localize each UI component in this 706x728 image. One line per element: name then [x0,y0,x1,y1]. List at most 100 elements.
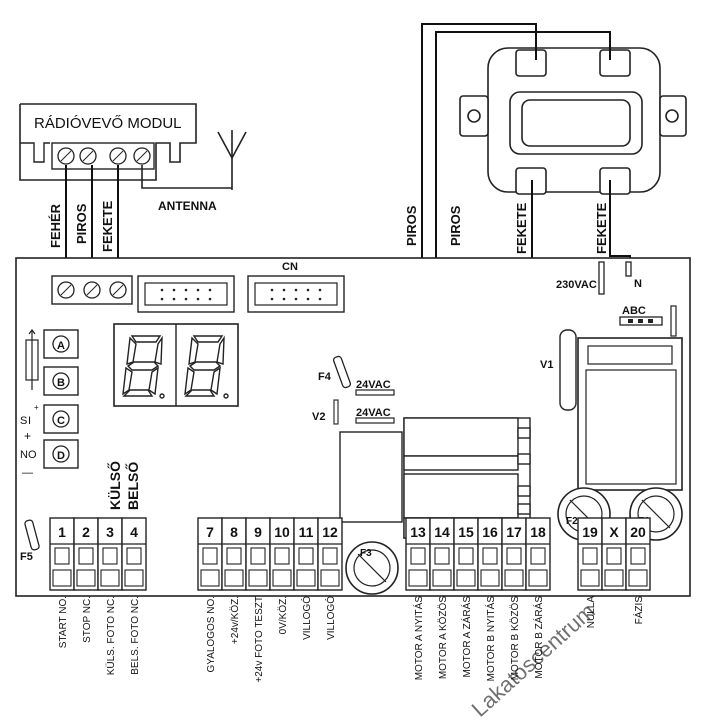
terminal-X-number: X [609,524,619,540]
button-a[interactable]: A [43,329,79,359]
terminal-16-number: 16 [482,524,498,540]
button-c[interactable]: C [43,404,79,434]
svg-text:+: + [34,403,39,412]
fuse-f4-label: F4 [318,371,332,383]
fuse-f4 [332,355,352,389]
wire-label-feher: FEHÉR [48,203,63,248]
svg-text:I: I [28,415,31,427]
terminal-4-label: BELS. FOTO NC. [130,596,141,675]
button-d[interactable]: D [43,439,79,469]
terminal-X[interactable]: X [601,517,627,591]
svg-text:S: S [20,415,27,427]
varistor-v2 [333,399,339,425]
terminal-19-label: NULLA [586,596,597,629]
abc-switch-pins [628,319,653,323]
terminal-11-number: 11 [299,524,314,540]
terminal-15-number: 15 [458,524,474,540]
terminal-11-label: VILLOGÓ [300,596,313,640]
board-screw-terminals [57,281,127,299]
transformer-wire-label-piros-1: PIROS [404,205,419,246]
terminal-2-label: STOP NC. [82,596,93,643]
vac-label-2: 24VAC [356,407,391,419]
cn-label: CN [282,261,298,273]
button-b-label: B [57,377,65,389]
fuse-f3: F3 [345,541,399,595]
terminal-19-number: 19 [582,524,598,540]
terminal-7-label: GYALOGOS NO. [206,596,217,673]
terminal-15-label: MOTOR A ZÁRÁS [460,596,473,678]
terminal-9-number: 9 [254,524,262,540]
fuse-f2-label: F2 [566,516,578,527]
inside-label: BELSŐ [124,462,141,510]
terminal-10-number: 10 [274,524,290,540]
terminal-12-number: 12 [322,524,338,540]
terminal-10[interactable]: 10 0V/KÖZ. [269,517,295,634]
seven-segment-display [113,323,239,407]
vac-connector-2 [355,417,395,424]
transformer-wire-label-piros-2: PIROS [448,205,463,246]
fuse-f5-label: F5 [20,551,33,563]
terminal-10-label: 0V/KÖZ. [277,596,289,634]
terminal-14-label: MOTOR A KÖZÖS [437,596,449,679]
terminal-3-label: KÜLS. FOTO NC. [105,596,117,675]
fuse-f2: F2 [557,487,611,541]
terminal-1-label: START NO. [58,596,69,648]
outside-label: KÜLSŐ [106,461,123,510]
varistor-v1-label: V1 [540,359,553,371]
terminal-17-label: MOTOR B KÖZÖS [509,596,521,681]
terminal-16-label: MOTOR B NYITÁS [484,596,497,682]
svg-text:+: + [24,429,31,443]
svg-text:—: — [22,467,33,479]
terminal-13-number: 13 [410,524,426,540]
wire-label-fekete: FEKETE [100,200,115,252]
terminal-9[interactable]: 9 +24v FOTO TESZT [245,517,271,683]
antenna-label: ANTENNA [158,199,217,213]
wire-label-piros: PIROS [74,203,89,244]
power-label-230vac: 230VAC [556,279,597,291]
neutral-label: N [634,278,642,290]
radio-screw-terminals [57,147,151,165]
terminal-8-number: 8 [230,524,238,540]
neutral-connector [625,261,632,277]
transformer-wire-label-fekete-1: FEKETE [514,202,529,254]
terminal-1-number: 1 [58,524,66,540]
radio-module: RÁDIÓVEVŐ MODUL [19,103,197,181]
terminal-14-number: 14 [434,524,450,540]
terminal-20-label: FÁZIS [632,596,645,625]
terminal-13-label: MOTOR A NYITÁS [412,596,425,681]
button-b[interactable]: B [43,366,79,396]
terminal-9-label: +24v FOTO TESZT [254,596,265,683]
terminal-12-label: VILLOGÓ [324,596,337,640]
fuse-f5 [24,519,40,551]
cn-connector-2 [247,275,345,313]
abc-jumper [670,305,677,337]
abc-label: ABC [622,305,646,317]
terminal-18-number: 18 [530,524,546,540]
radio-module-title: RÁDIÓVEVŐ MODUL [34,115,182,132]
terminal-2-number: 2 [82,524,90,540]
trimmer-icon [25,329,39,390]
transformer-wire-label-fekete-2: FEKETE [594,202,609,254]
terminal-8[interactable]: 8+24v/KÖZ. [221,517,247,644]
vac-label-1: 24VAC [356,379,391,391]
varistor-v1 [559,329,577,411]
fuse-f3-label: F3 [360,548,372,559]
terminal-4-number: 4 [130,524,138,540]
terminal-18-label: MOTOR B ZÁRÁS [532,596,545,679]
